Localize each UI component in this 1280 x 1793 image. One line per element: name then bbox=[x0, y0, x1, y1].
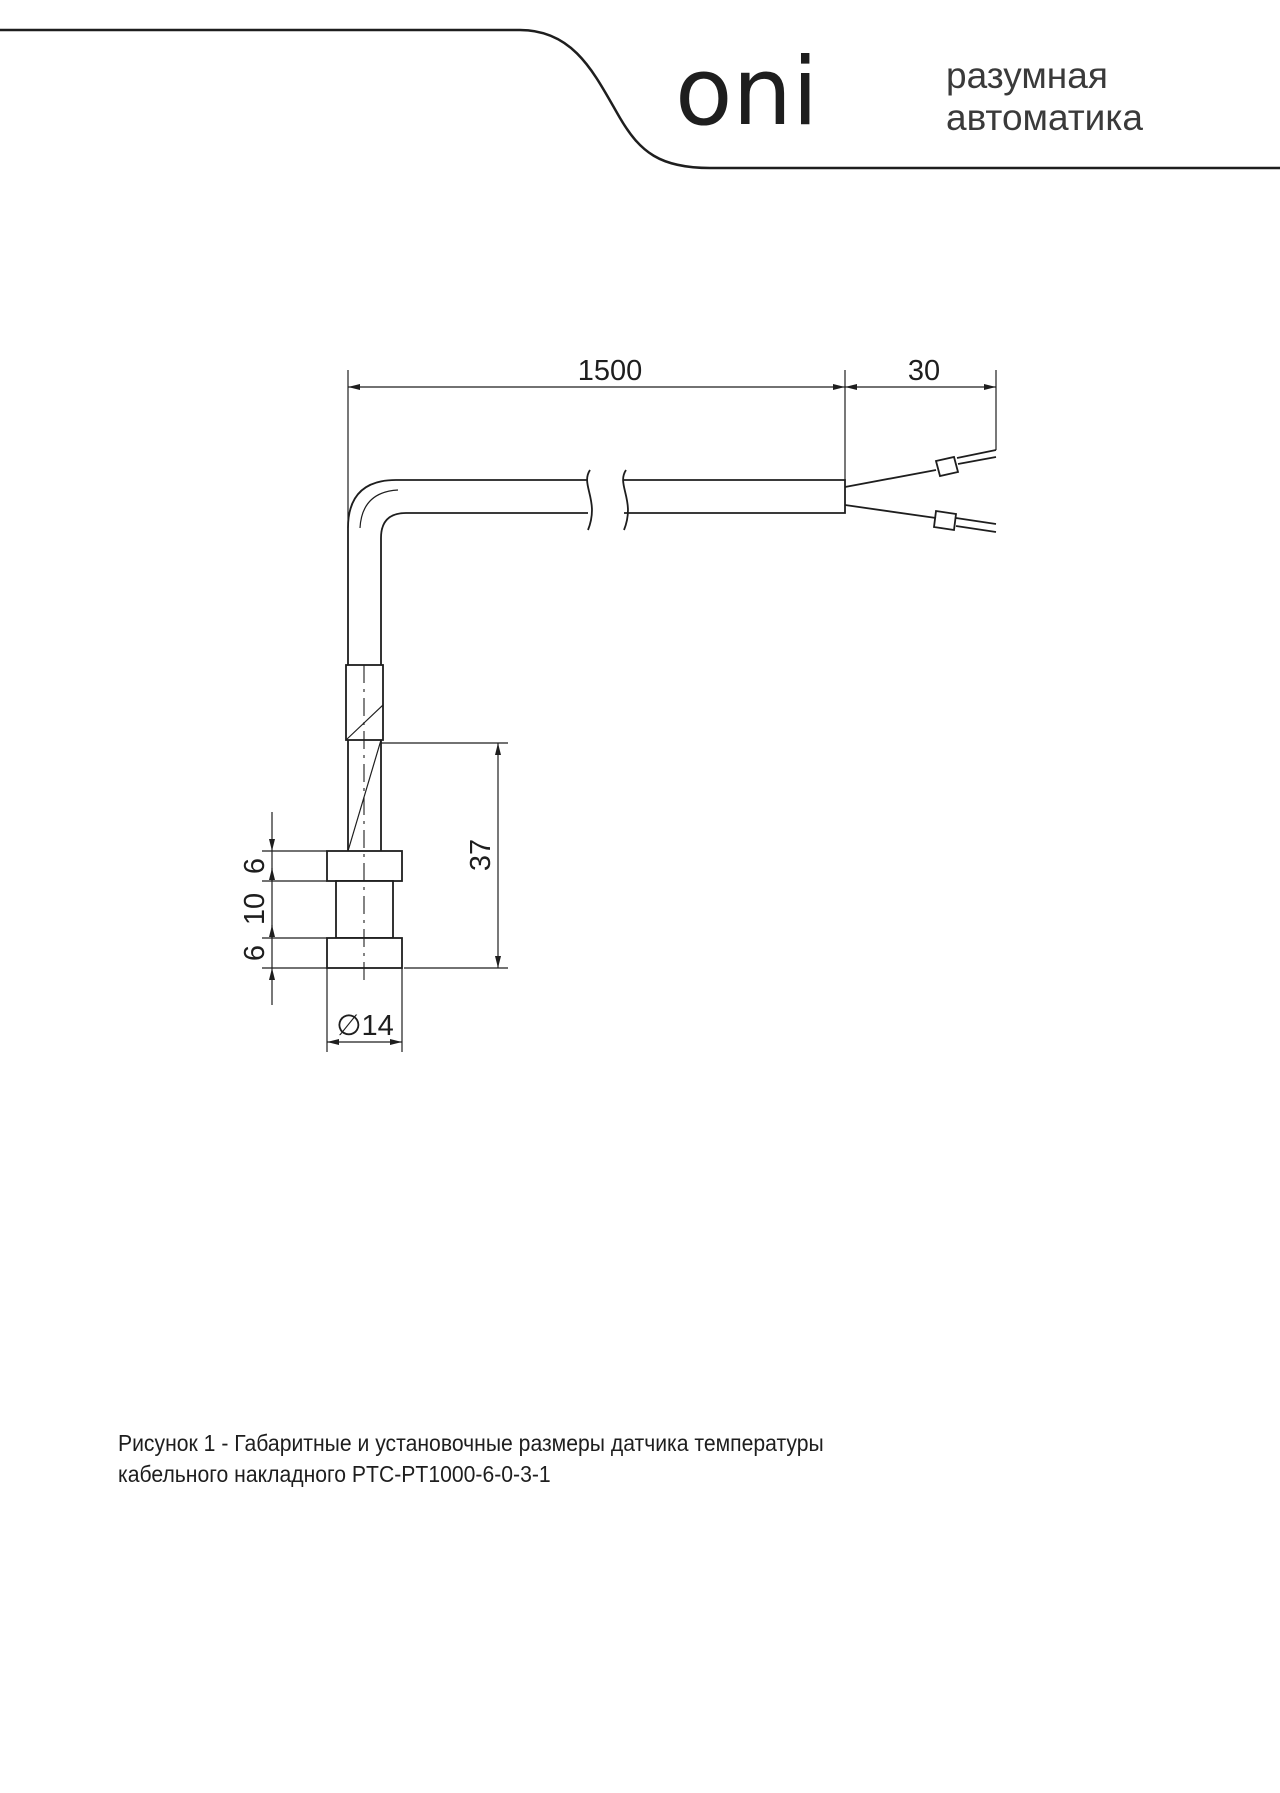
page-header: oni разумная автоматика bbox=[0, 28, 1280, 170]
dim-label-flange-top: 6 bbox=[239, 858, 271, 874]
dim-label-lead-length: 30 bbox=[908, 355, 940, 387]
dim-label-flange-bottom: 6 bbox=[239, 945, 271, 961]
figure-caption: Рисунок 1 - Габаритные и установочные ра… bbox=[118, 1428, 1130, 1490]
wire-lead-top bbox=[844, 449, 997, 488]
dim-label-height: 37 bbox=[465, 839, 497, 871]
dim-label-cable-length: 1500 bbox=[578, 355, 643, 387]
brand-logo-text: oni bbox=[675, 38, 818, 147]
wire-lead-bottom bbox=[844, 504, 997, 533]
probe-stem bbox=[347, 739, 382, 852]
figure-caption-line1: Рисунок 1 - Габаритные и установочные ра… bbox=[118, 1430, 824, 1456]
dim-label-neck: 10 bbox=[239, 893, 271, 925]
cable-break-symbol bbox=[586, 469, 629, 531]
extension-lines bbox=[262, 370, 997, 1052]
sensor-cable bbox=[347, 479, 846, 665]
brand-tagline-line2: автоматика bbox=[946, 97, 1143, 138]
brand-logo: oni bbox=[675, 38, 818, 147]
dim-label-diameter: ∅14 bbox=[336, 1010, 394, 1042]
figure-caption-line2: кабельного накладного PTC-PT1000-6-0-3-1 bbox=[118, 1461, 551, 1487]
sensor-dimension-drawing: 1500 30 37 6 10 6 ∅14 bbox=[239, 355, 997, 1052]
header-curve-line bbox=[0, 28, 1280, 170]
brand-tagline-line1: разумная bbox=[946, 55, 1108, 96]
